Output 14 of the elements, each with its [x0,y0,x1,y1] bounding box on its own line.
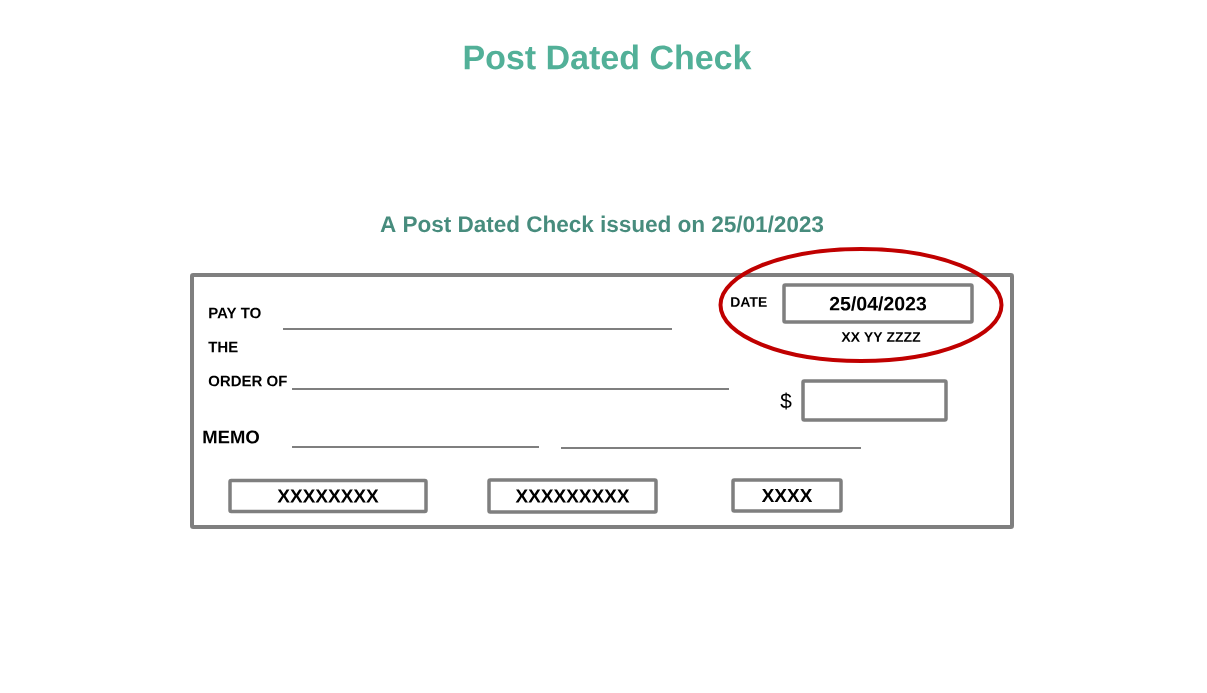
dollar-sign: $ [780,392,792,410]
code-box: XXXX [731,478,843,513]
title: Post Dated Check [464,44,752,70]
code-box: XXXXXXXXX [487,478,658,514]
field-label: DATE [731,297,767,307]
code-box: XXXXXXXX [228,478,428,514]
field-label: MEMO [203,430,259,444]
field-label: PAY TO [209,307,261,319]
field-label: THE [208,341,238,353]
check-heading: A Post Dated Check issued on 25/01/2023 [380,215,824,233]
amount-field [801,379,948,422]
date-box: 25/04/2023 [782,283,974,324]
date-format-label: XX YY ZZZZ [841,332,921,342]
field-label: ORDER OF [208,375,287,387]
